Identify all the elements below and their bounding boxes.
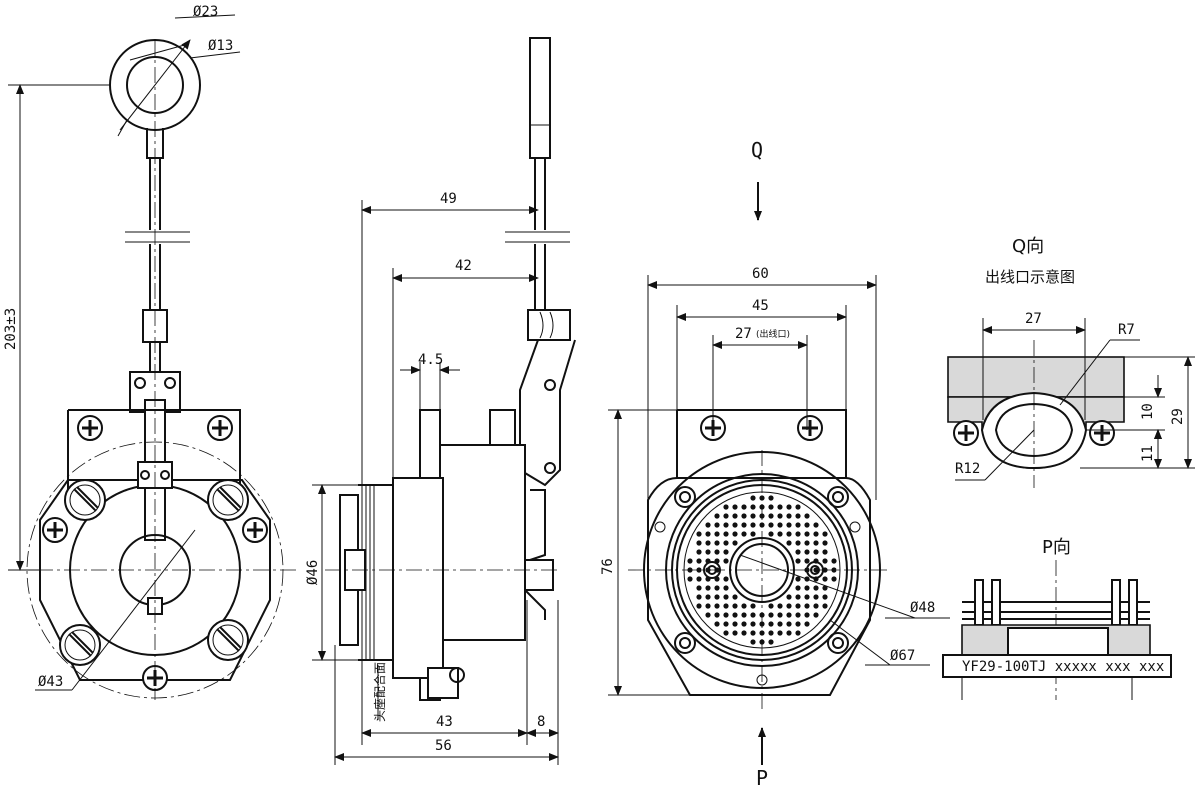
view-front: Q P [600,138,950,789]
q-dim-27: 27 [1025,311,1042,327]
p-part-number: YF29-100TJ xxxxx xxx xxx [962,659,1164,675]
body-dia-label: Ø43 [38,674,63,690]
pin-grid [687,495,837,645]
ring-inner-dia-label: Ø13 [208,38,233,54]
total-length-label: 203±3 [3,308,19,350]
front-dim-27-note: (出线口) [756,328,790,340]
front-dia-67: Ø67 [890,648,915,664]
q-dim-29: 29 [1170,408,1186,425]
body-outline [39,479,271,681]
view-left: Ø23 Ø13 [3,4,300,700]
view-q-label: Q [751,138,763,162]
front-dia-48: Ø48 [910,600,935,616]
side-dim-56: 56 [435,738,452,754]
q-r7-label: R7 [1118,322,1135,338]
view-p-label: P [756,766,768,789]
view-p: P向 YF29-100TJ xxxxx xxx xxx [942,537,1172,700]
q-view-subtitle: 出线口示意图 [985,268,1075,286]
view-q: Q向 出线口示意图 27 R7 R12 10 11 29 [947,236,1195,488]
side-dia-46: Ø46 [305,560,321,585]
side-dim-4-5: 4.5 [418,352,443,368]
side-dim-8: 8 [537,714,545,730]
front-dim-27: 27 [735,326,752,342]
front-dim-60: 60 [752,266,769,282]
q-view-title: Q向 [1012,236,1044,257]
view-side: 49 42 4.5 Ø46 43 8 56 头座配合面 [305,37,576,765]
front-dim-45: 45 [752,298,769,314]
side-dim-43: 43 [436,714,453,730]
p-view-title: P向 [1042,537,1071,558]
front-dim-76: 76 [600,558,616,575]
side-dim-42: 42 [455,258,472,274]
q-dim-11: 11 [1140,445,1156,462]
side-dim-49: 49 [440,191,457,207]
q-dim-10: 10 [1140,403,1156,420]
ring-outer-dia-label: Ø23 [193,4,218,20]
q-r12-label: R12 [955,461,980,477]
mating-face-label: 头座配合面 [372,662,387,722]
